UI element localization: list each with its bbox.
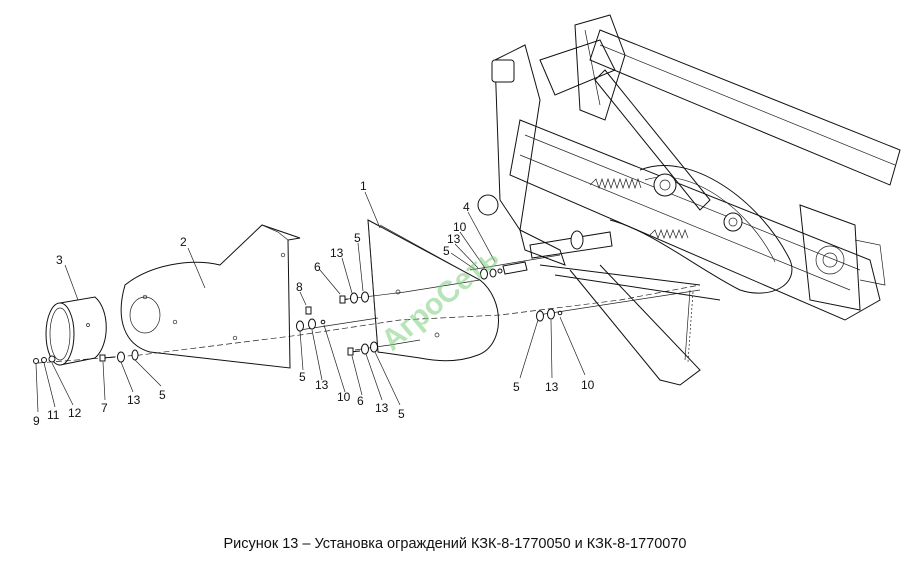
label-part-3: 3 [56,253,63,267]
label-part-10: 10 [337,390,351,404]
label-part-5: 5 [513,380,520,394]
label-part-13: 13 [330,246,344,260]
guard-part-1 [367,219,499,362]
part-labels: 1 2 3 4 10 13 5 13 5 6 8 5 13 10 6 13 5 … [33,179,595,428]
label-part-5: 5 [398,407,405,421]
label-part-10: 10 [581,378,595,392]
label-part-13: 13 [447,232,461,246]
label-part-7: 7 [101,401,108,415]
label-part-10: 10 [453,220,467,234]
cover-part-3 [45,296,107,366]
label-part-13: 13 [545,380,559,394]
leader-lines [35,191,586,413]
label-part-13: 13 [127,393,141,407]
fasteners [33,261,563,364]
label-part-2: 2 [180,235,187,249]
label-part-9: 9 [33,414,40,428]
label-part-5: 5 [354,231,361,245]
label-part-5: 5 [443,244,450,258]
label-part-5: 5 [299,370,306,384]
label-part-6: 6 [357,394,364,408]
label-part-4: 4 [463,200,470,214]
label-part-13: 13 [315,378,329,392]
label-part-8: 8 [296,280,303,294]
label-part-12: 12 [68,406,82,420]
figure-caption: Рисунок 13 – Установка ограждений КЗК-8-… [223,536,687,552]
label-part-5: 5 [159,388,166,402]
machine-frame [477,14,901,386]
label-part-6: 6 [314,260,321,274]
guard-part-2 [120,224,301,369]
label-part-13: 13 [375,401,389,415]
label-part-1: 1 [360,179,367,193]
label-part-11: 11 [47,408,60,422]
